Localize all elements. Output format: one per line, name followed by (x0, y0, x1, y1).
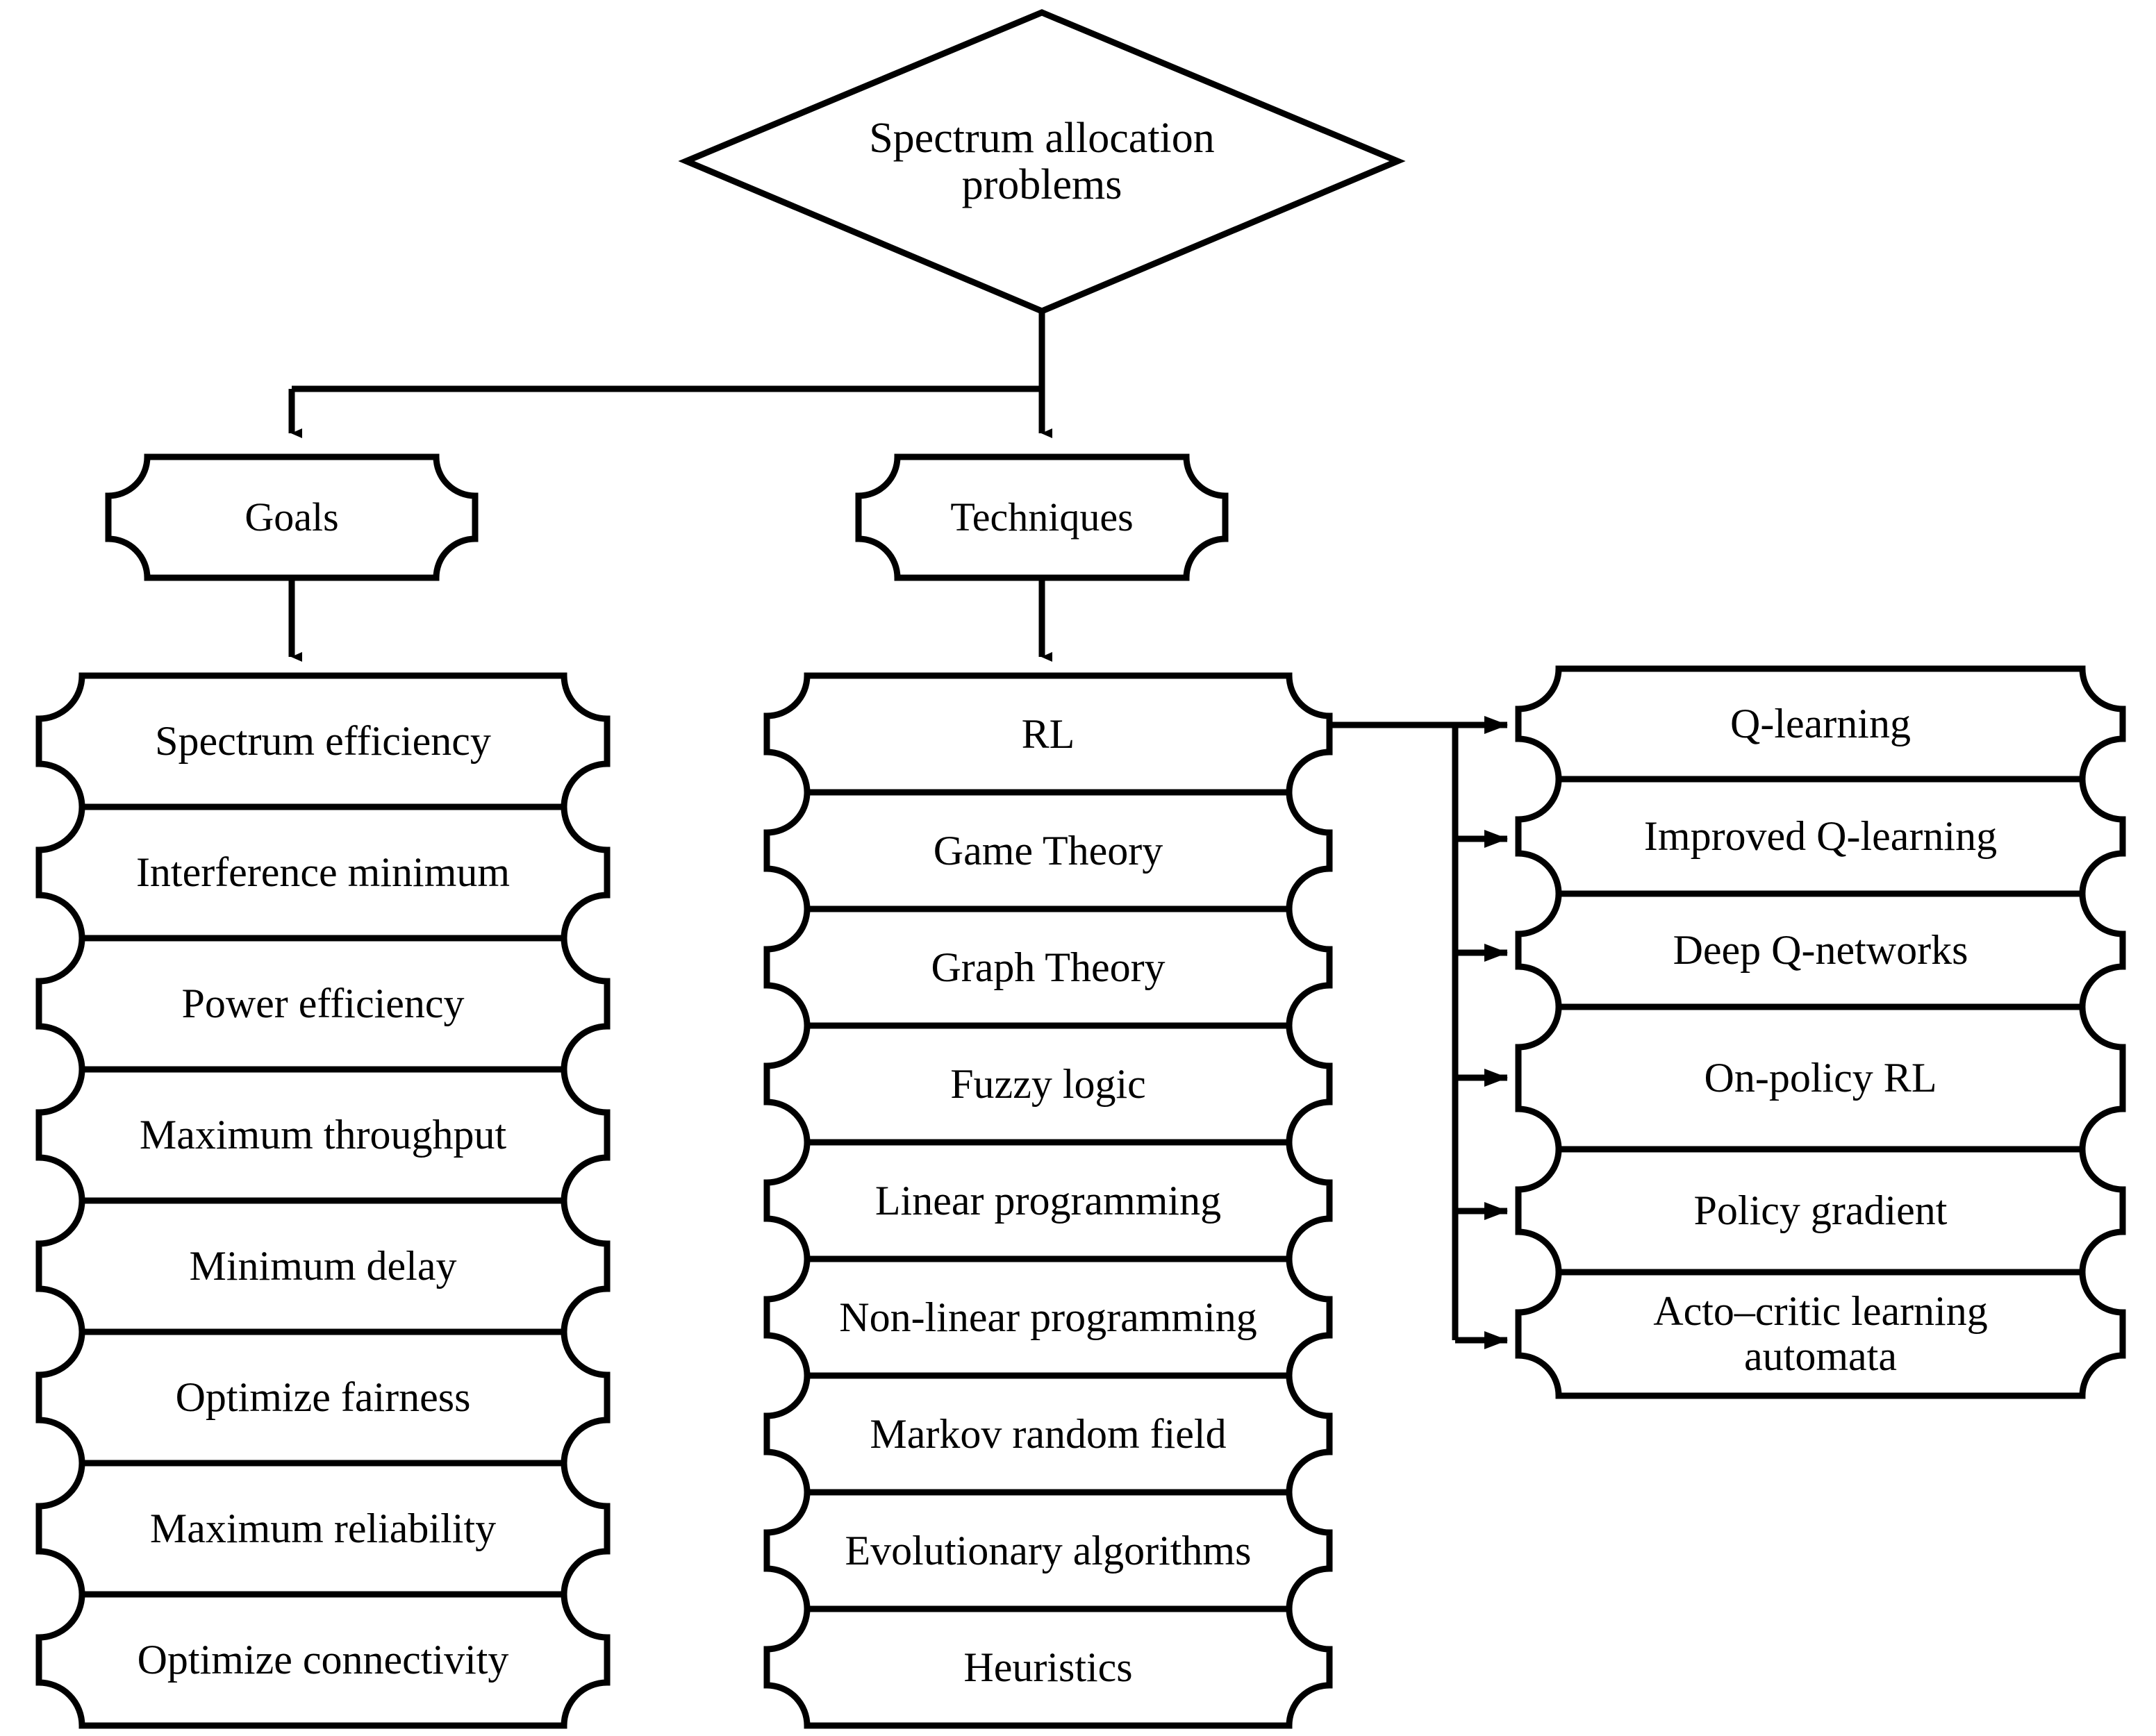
rl-subtypes-stack (1515, 665, 2126, 1399)
techniques-card-shape (855, 453, 1229, 581)
spectrum-allocation-diamond (678, 9, 1406, 315)
rl-connector-bus (1329, 716, 1508, 1349)
goals-stack (35, 672, 611, 1729)
techniques-stack (763, 672, 1333, 1729)
goals-card-shape (105, 453, 479, 581)
